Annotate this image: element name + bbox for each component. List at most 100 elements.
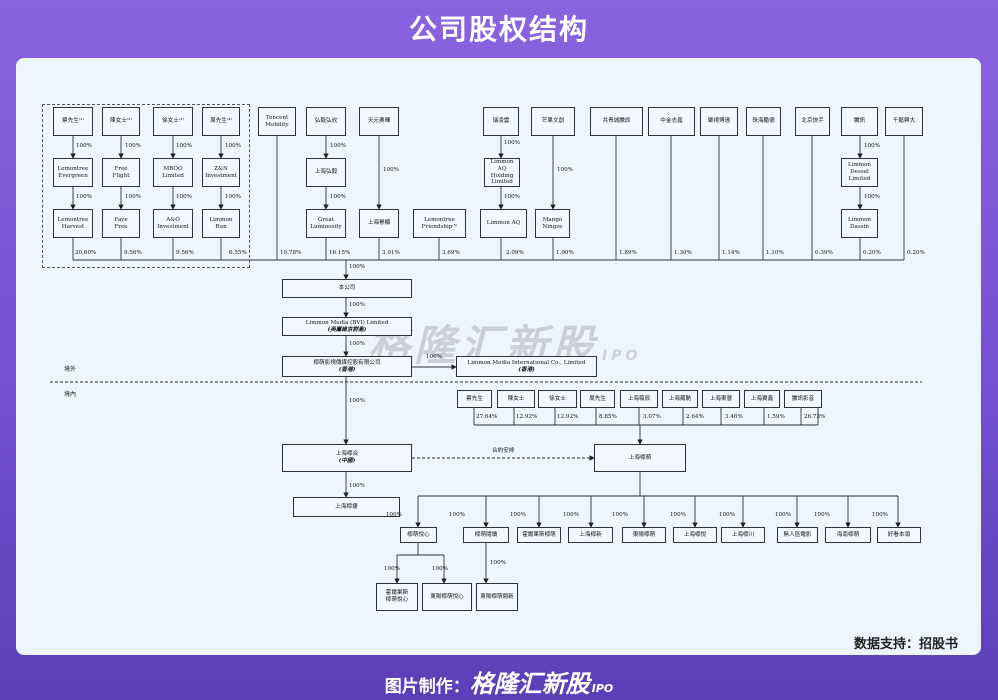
entity-box-wurenqu: 無人區電影 — [777, 527, 818, 543]
ownership-label-100: 100% — [176, 143, 192, 149]
entity-box-aq-holding: Limmon AQ Holding Limited — [484, 158, 520, 187]
entity-box-chen: 陳女士⁽²⁾ — [102, 107, 140, 136]
entity-box-zhuhai: 珠海勵德 — [746, 107, 781, 136]
entity-box-opco: 上海檸萌 — [594, 444, 686, 472]
shareholding-percent: 0.20% — [863, 250, 881, 256]
entity-box-great-luminosity: Great Luminosity — [306, 209, 346, 238]
entity-box-s-jianchen: 上海翦辰 — [620, 390, 658, 408]
entity-box-limmon-run: Limmon Run — [202, 209, 240, 238]
offshore-label: 境外 — [64, 366, 77, 373]
ownership-label-100: 100% — [384, 566, 400, 572]
entity-label: 天元奧暉 — [367, 118, 391, 124]
shareholding-percent: 27.64% — [476, 414, 498, 420]
entity-box-zhou: 周先生⁽⁴⁾ — [202, 107, 240, 136]
ownership-label-100: 100% — [383, 167, 399, 173]
credit-label: 图片制作： — [384, 677, 470, 697]
entity-box-free-flight: Free Flight — [102, 158, 140, 187]
entity-jurisdiction: (香港) — [338, 366, 356, 373]
entity-label: 上海翼鑫 — [750, 395, 774, 402]
entity-box-qianyi: 千懿興大 — [885, 107, 923, 136]
entity-box-s-yixin: 上海翼鑫 — [744, 390, 780, 408]
entity-box-bvi: Limmon Media (BVI) Limited(英屬維京群島) — [282, 317, 412, 336]
entity-box-dongyang: 東陽檸萌 — [622, 527, 666, 543]
ownership-label-100: 100% — [563, 512, 579, 518]
entity-box-xu: 徐女士⁽³⁾ — [153, 107, 193, 136]
entity-box-mango-ningze: Mango Ningze — [535, 209, 570, 238]
entity-label: 上海檸新 — [579, 531, 602, 538]
data-source: 数据支持：招股书 — [853, 637, 958, 652]
entity-label: 弘毅弘欣 — [314, 118, 338, 124]
entity-label: 陳女士⁽²⁾ — [110, 118, 132, 124]
entity-label: 上海弘毅 — [314, 169, 338, 175]
entity-label: Faye Free — [114, 216, 128, 230]
entity-box-dy-yuexin: 東陽檸萌悅心 — [422, 583, 472, 611]
entity-label: A&O Investment — [157, 216, 189, 230]
ownership-label-100: 100% — [864, 143, 880, 149]
entity-box-yuexin: 檸萌悅心 — [400, 527, 437, 543]
ownership-label-100: 100% — [864, 194, 880, 200]
entity-label: 芒果文創 — [541, 118, 565, 124]
entity-box-hk: 檸萌影視傳媒控股有限公司(香港) — [282, 356, 412, 377]
entity-label: Tencent Mobility — [265, 114, 289, 128]
entity-box-gongqingcheng: 共青城騰辰 — [590, 107, 643, 136]
ownership-label-100: 100% — [775, 512, 791, 518]
shareholding-percent: 16.15% — [329, 250, 351, 256]
entity-box-ningjie: 上海檸捷 — [293, 497, 400, 517]
shareholding-percent: 19.78% — [280, 250, 302, 256]
ownership-label-100: 100% — [510, 512, 526, 518]
entity-jurisdiction: (英屬維京群島) — [327, 326, 367, 333]
entity-box-mango-culture: 芒果文創 — [531, 107, 575, 136]
entity-box-s-chen: 陳女士 — [497, 390, 535, 408]
shareholding-percent: 1.59% — [767, 414, 785, 420]
entity-label: 無人區電影 — [783, 531, 812, 538]
entity-label: 檸萌影視傳媒控股有限公司 — [313, 359, 381, 366]
entity-box-jushi: 聚視博遠 — [700, 107, 738, 136]
entity-box-shanghai-yuxian: 上海譽顯 — [359, 209, 399, 238]
ownership-label-100: 100% — [386, 512, 402, 518]
entity-label: 徐女士 — [549, 395, 566, 402]
entity-label: Limmon Media International Co., Limited — [467, 359, 586, 366]
entity-label: 本公司 — [338, 285, 356, 291]
entity-box-tianyuan: 天元奧暉 — [359, 107, 399, 136]
entity-label: 上海東晉 — [709, 395, 733, 402]
entity-box-cicc: 中金志鑫 — [648, 107, 695, 136]
entity-label: 東陽檸萌閱新 — [480, 593, 514, 600]
entity-box-limmon-aq: Limmon AQ — [480, 209, 527, 238]
entity-label: 好看本領 — [887, 531, 911, 538]
entity-box-ningchuan: 上海檸川 — [721, 527, 765, 543]
shareholding-percent: 1.89% — [619, 250, 637, 256]
shareholding-percent: 3.46% — [725, 414, 743, 420]
ownership-label-100: 100% — [330, 143, 346, 149]
entity-label: Limmon Dassin — [847, 216, 872, 230]
entity-box-tencent-mobility: Tencent Mobility — [258, 107, 296, 136]
ownership-label-100: 100% — [76, 143, 92, 149]
entity-jurisdiction: (中國) — [338, 458, 356, 464]
shareholding-percent: 6.55% — [229, 250, 247, 256]
entity-box-hainan: 海南檸萌 — [825, 527, 871, 543]
entity-box-yuedu: 檸萌閱讀 — [463, 527, 509, 543]
entity-box-lemontree-evergreen: Lemontree Evergreen — [53, 158, 93, 187]
entity-label: Limmon Run — [209, 216, 233, 230]
entity-label: 千懿興大 — [892, 118, 916, 124]
entity-label: 蔡先生 — [466, 395, 483, 402]
credit-brand-suffix: IPO — [591, 682, 614, 695]
entity-label: 檸萌悅心 — [407, 531, 430, 538]
credit-brand: 格隆汇新股 — [469, 670, 590, 698]
entity-label: 上海檸悅 — [683, 531, 707, 538]
entity-label: Lemontree Friendship⁽⁵⁾ — [421, 216, 458, 230]
entity-box-cai: 蔡先生⁽¹⁾ — [53, 107, 93, 136]
entity-box-s-zhou: 周先生 — [580, 390, 615, 408]
shareholding-percent: 12.92% — [557, 414, 579, 420]
entity-box-wfoe: 上海檸合(中國) — [282, 444, 412, 472]
watermark-suffix: IPO — [602, 348, 642, 364]
ownership-label-100: 100% — [349, 341, 365, 347]
entity-box-ningyue: 上海檸悅 — [673, 527, 717, 543]
shareholding-percent: 0.39% — [815, 250, 833, 256]
entity-label: 共青城騰辰 — [602, 118, 631, 124]
entity-label: 東陽檸萌 — [632, 531, 656, 538]
entity-box-ningxin: 上海檸新 — [568, 527, 613, 543]
ownership-label-100: 100% — [670, 512, 686, 518]
shareholding-percent: 3.07% — [643, 414, 661, 420]
founders-group-outline — [42, 104, 250, 268]
